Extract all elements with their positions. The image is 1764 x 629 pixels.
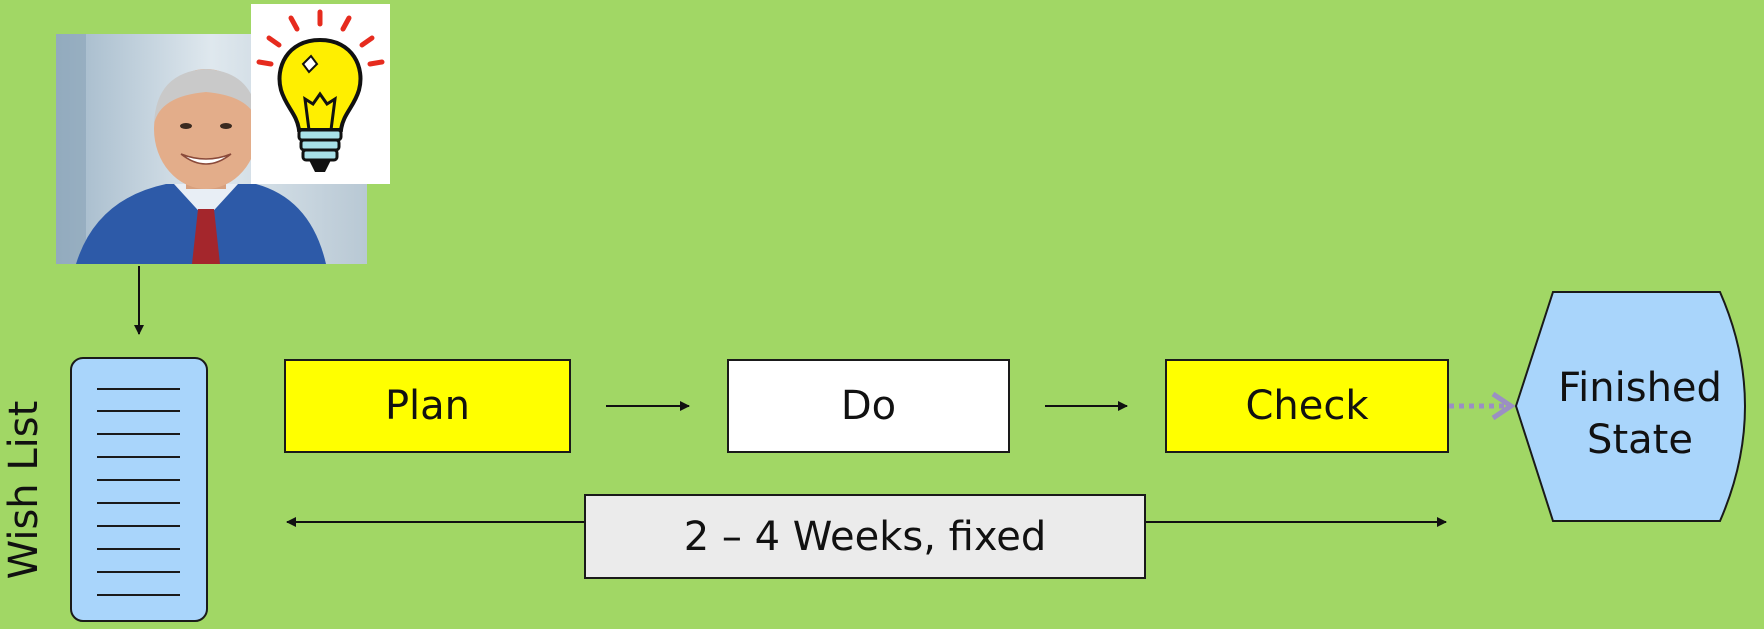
iteration-duration-label: 2 – 4 Weeks, fixed [683,513,1047,560]
wish-list-label: Wish List [1,400,47,580]
do-step: Do [727,359,1010,453]
check-step: Check [1165,359,1449,453]
finished-state-shape [1514,291,1746,522]
plan-step-label: Plan [384,383,471,429]
finished-state-label: Finished State [1520,362,1760,466]
finished-state-line2: State [1587,417,1693,463]
finished-state-line1: Finished [1558,365,1722,411]
lightbulb-icon [251,4,390,184]
dotted-arrow-check-to-finished [1449,391,1516,421]
wish-list-icon [70,357,208,622]
do-step-label: Do [840,383,897,429]
plan-step: Plan [284,359,571,453]
check-step-label: Check [1245,383,1369,429]
iteration-duration-box: 2 – 4 Weeks, fixed [584,494,1146,579]
